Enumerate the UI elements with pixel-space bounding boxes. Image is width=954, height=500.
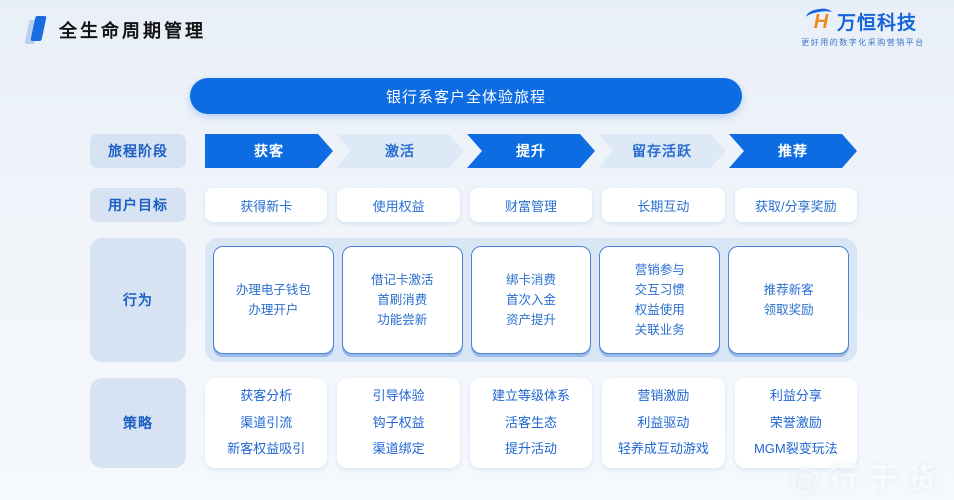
strategy-box: 利益分享 荣誉激励 MGM裂变玩法 [734, 378, 858, 468]
label-behavior: 行为 [90, 238, 186, 362]
goal-box: 获得新卡 [205, 188, 328, 222]
behavior-row: 办理电子钱包 办理开户 借记卡激活 首刷消费 功能尝新 绑卡消费 首次入金 资产… [205, 238, 857, 362]
brand-h-icon: H [805, 6, 833, 34]
strategy-box: 引导体验 钩子权益 渠道绑定 [337, 378, 460, 468]
behavior-box: 推荐新客 领取奖励 [728, 246, 849, 354]
behavior-box: 绑卡消费 首次入金 资产提升 [470, 246, 592, 354]
label-user-goal: 用户目标 [90, 188, 186, 222]
strategy-row: 获客分析 渠道引流 新客权益吸引 引导体验 钩子权益 渠道绑定 建立等级体系 活… [205, 378, 858, 468]
goal-box: 使用权益 [337, 188, 460, 222]
stage-arrow-row: 获客 激活 提升 留存活跃 推荐 [205, 134, 857, 168]
label-journey-stage: 旅程阶段 [90, 134, 186, 168]
label-strategy: 策略 [90, 378, 186, 468]
watermark: @行干货 [790, 463, 946, 496]
brand-logo: H 万恒科技 更好用的数字化采购营销平台 [788, 6, 938, 48]
brand-tagline: 更好用的数字化采购营销平台 [801, 38, 925, 47]
behavior-box: 办理电子钱包 办理开户 [213, 246, 334, 354]
stage-arrow-improve: 提升 [467, 134, 595, 168]
strategy-box: 获客分析 渠道引流 新客权益吸引 [205, 378, 328, 468]
title-bar-icon [24, 16, 47, 44]
goal-box: 长期互动 [602, 188, 725, 222]
stage-arrow-acquire: 获客 [205, 134, 333, 168]
stage-arrow-retain: 留存活跃 [598, 134, 726, 168]
page-header: 全生命周期管理 [24, 16, 206, 44]
stage-arrow-activate: 激活 [336, 134, 464, 168]
strategy-box: 营销激励 利益驱动 轻养成互动游戏 [602, 378, 725, 468]
behavior-box: 营销参与 交互习惯 权益使用 关联业务 [599, 246, 721, 354]
goal-box: 财富管理 [469, 188, 593, 222]
brand-name: 万恒科技 [836, 13, 917, 34]
goal-box: 获取/分享奖励 [734, 188, 858, 222]
goal-row: 获得新卡 使用权益 财富管理 长期互动 获取/分享奖励 [205, 188, 858, 222]
behavior-box: 借记卡激活 首刷消费 功能尝新 [341, 246, 463, 354]
stage-arrow-refer: 推荐 [729, 134, 857, 168]
strategy-box: 建立等级体系 活客生态 提升活动 [469, 378, 593, 468]
journey-banner: 银行系客户全体验旅程 [190, 78, 742, 114]
page-title: 全生命周期管理 [59, 20, 206, 41]
